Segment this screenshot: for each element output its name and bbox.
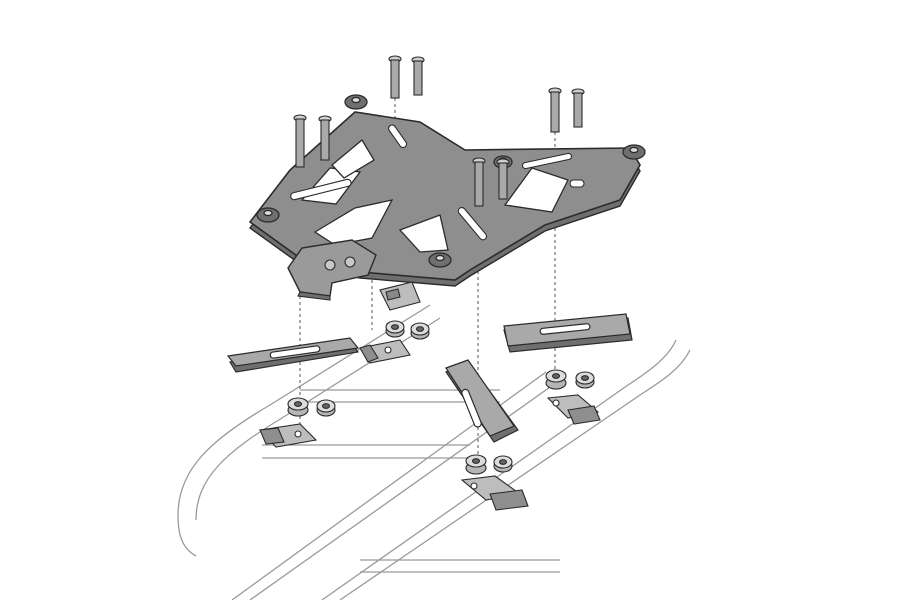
bolt <box>293 114 307 168</box>
bolts <box>293 55 585 207</box>
bolt <box>472 157 486 207</box>
bolt <box>571 88 585 128</box>
spacer-pair <box>465 454 513 475</box>
plate-front-bracket <box>287 239 377 301</box>
clamp-tabs <box>258 281 601 511</box>
spacer-pair <box>385 320 430 340</box>
bolt <box>496 158 510 200</box>
clamp-tab <box>359 339 411 364</box>
clamp-tab <box>379 281 421 311</box>
bolt <box>411 56 425 96</box>
rubber-mount <box>344 94 368 110</box>
clamp-plate-right <box>503 313 633 353</box>
rubber-mount <box>622 144 646 160</box>
clamp-tab <box>460 475 529 511</box>
bolt <box>318 115 332 161</box>
rubber-mount <box>256 207 280 223</box>
rubber-mount <box>428 252 452 268</box>
spacer-pair <box>545 369 595 390</box>
bolt <box>548 87 562 133</box>
clamp-tab <box>258 423 318 448</box>
luggage-rack <box>177 304 691 600</box>
bolt <box>388 55 402 99</box>
clamp-plate-middle <box>445 359 519 443</box>
spacers <box>287 320 595 475</box>
clamp-tab <box>546 394 601 425</box>
clamp-plates <box>226 313 633 443</box>
clamp-plate-left <box>226 337 360 373</box>
spacer-pair <box>287 397 336 417</box>
